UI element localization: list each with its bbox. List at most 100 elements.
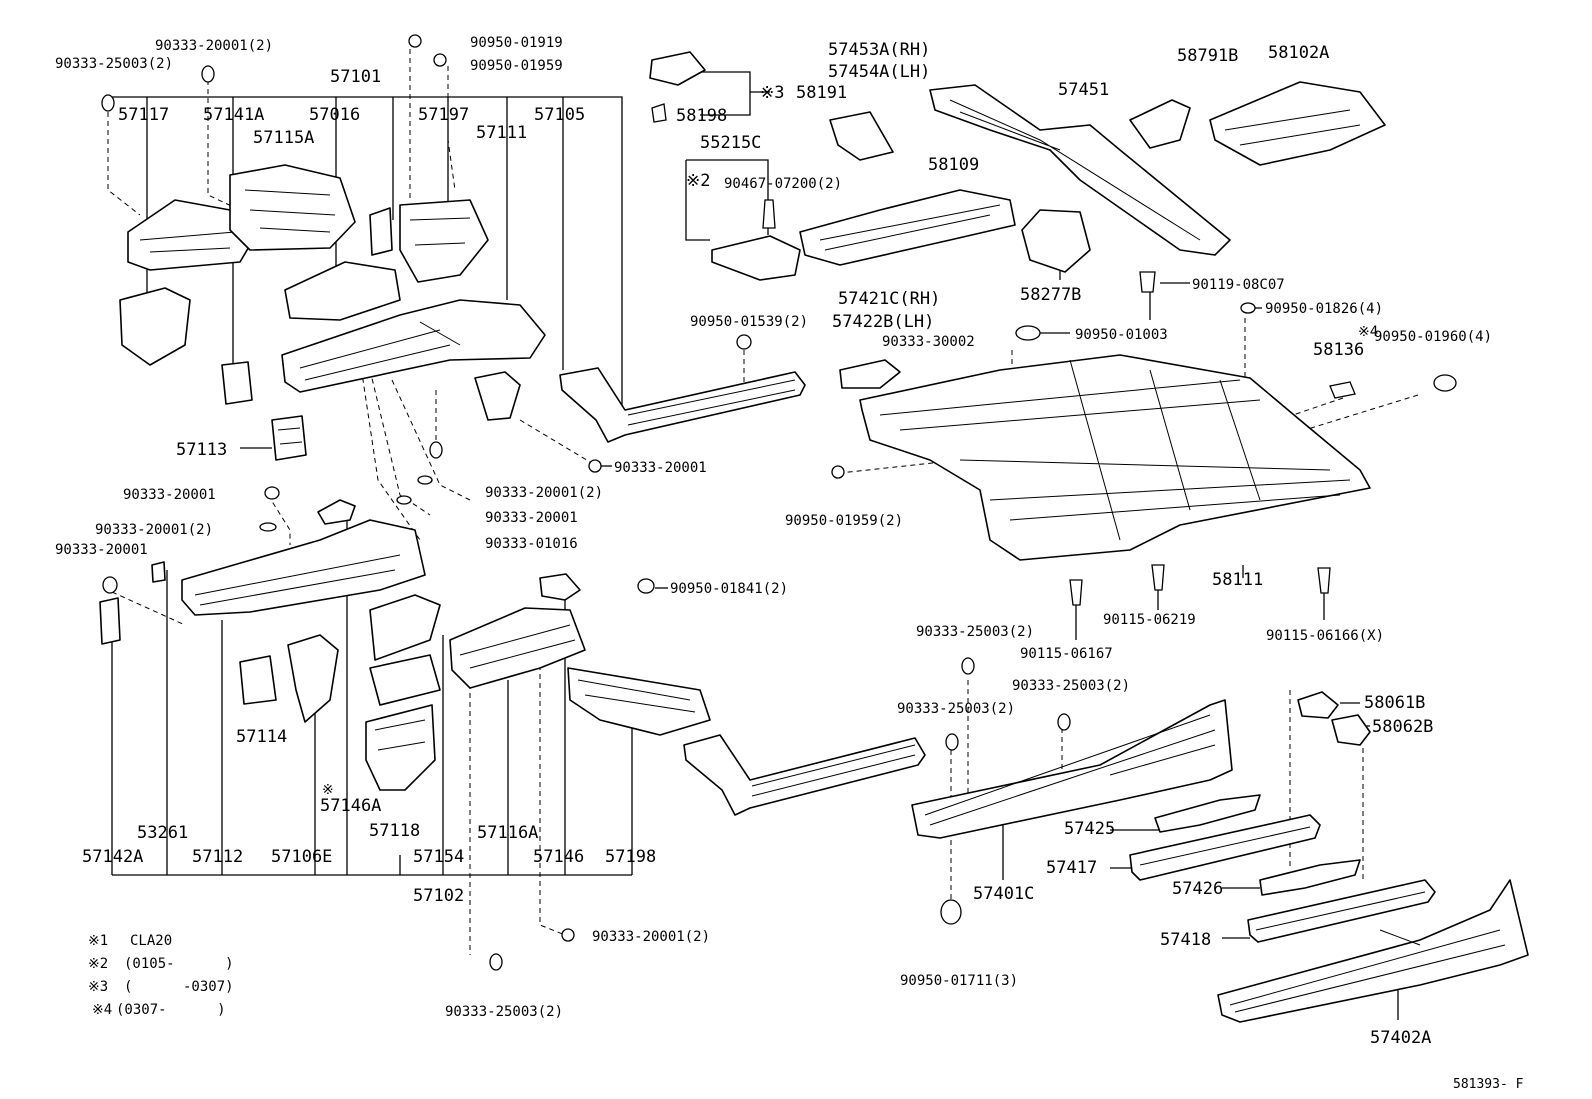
part-58062B [1331, 714, 1371, 746]
label-57113: 57113 [176, 440, 227, 460]
label-57105: 57105 [534, 105, 585, 125]
part-53261 [151, 561, 166, 583]
label-57402A: 57402A [1370, 1028, 1431, 1048]
part-55215C [711, 235, 801, 281]
label-57197: 57197 [418, 105, 469, 125]
label-57417: 57417 [1046, 858, 1097, 878]
note-2-mark: ※2 [88, 956, 108, 972]
label-90950-01959-2: 90950-01959(2) [785, 513, 903, 529]
label-57106E: 57106E [271, 847, 332, 867]
label-57418: 57418 [1160, 930, 1211, 950]
part-58791B [1129, 99, 1191, 149]
part-58198 [649, 51, 706, 86]
label-90333-20001-e: 90333-20001 [55, 542, 148, 558]
label-57118: 57118 [369, 821, 420, 841]
note-1-text: CLA20 [130, 933, 172, 949]
label-58061B: 58061B [1364, 693, 1425, 713]
part-57141A [221, 361, 253, 405]
part-57142A [99, 597, 121, 645]
part-57117 [127, 199, 251, 271]
label-90115-06166: 90115-06166(X) [1266, 628, 1384, 644]
part-57114 [239, 655, 277, 705]
part-rocker-lower [683, 734, 926, 816]
label-90950-01841-2: 90950-01841(2) [670, 581, 788, 597]
part-57016 [284, 261, 401, 321]
part-57146A [369, 594, 441, 661]
label-57115A: 57115A [253, 128, 314, 148]
label-57454A: 57454A(LH) [828, 62, 930, 82]
label-58791B: 58791B [1177, 46, 1238, 66]
part-58061B [1297, 691, 1339, 719]
part-labels: 90333-20001(2) 90333-25003(2) 90950-0191… [55, 35, 1492, 1048]
label-57111: 57111 [476, 123, 527, 143]
label-57102: 57102 [413, 886, 464, 906]
label-57146A: 57146A [320, 796, 381, 816]
part-57197-small [369, 207, 393, 256]
label-57116A: 57116A [477, 823, 538, 843]
note-1-mark: ※1 [88, 933, 108, 949]
part-57118-a [369, 654, 441, 706]
label-58102A: 58102A [1268, 43, 1329, 63]
label-57101: 57101 [330, 67, 381, 87]
label-57198: 57198 [605, 847, 656, 867]
part-rocker-upper [559, 367, 806, 443]
label-note3-mark: ※3 [760, 83, 784, 103]
label-57451: 57451 [1058, 80, 1109, 100]
label-90333-20001-b: 90333-20001 [614, 460, 707, 476]
part-58111 [859, 354, 1371, 561]
note-3-text: ( -0307) [124, 979, 234, 995]
part-58109 [799, 189, 1016, 266]
label-note-57146A-mark: ※ [322, 782, 334, 798]
label-90950-01711-3: 90950-01711(3) [900, 973, 1018, 989]
label-57146: 57146 [533, 847, 584, 867]
label-58109: 58109 [928, 155, 979, 175]
label-57114: 57114 [236, 727, 287, 747]
notes-legend: ※1 CLA20 ※2 (0105- ) ※3 ( -0307) ※4 (030… [88, 933, 234, 1018]
label-53261: 53261 [137, 823, 188, 843]
label-55215C: 55215C [700, 133, 761, 153]
part-58191 [829, 111, 894, 161]
label-90333-20001-c: 90333-20001 [123, 487, 216, 503]
label-57142A: 57142A [82, 847, 143, 867]
label-57401C: 57401C [973, 884, 1034, 904]
label-58277B: 58277B [1020, 285, 1081, 305]
note-3-mark: ※3 [88, 979, 108, 995]
part-57421C [839, 359, 901, 389]
label-58136: 58136 [1313, 340, 1364, 360]
label-90115-06219: 90115-06219 [1103, 612, 1196, 628]
part-57105 [474, 371, 521, 421]
note-2-text: (0105- ) [124, 956, 234, 972]
part-57146-top [317, 499, 356, 525]
label-58191: 58191 [796, 83, 847, 103]
part-57197 [399, 199, 489, 283]
part-57142-bracket [119, 287, 191, 366]
label-58062B: 58062B [1372, 717, 1433, 737]
part-58277B [1021, 209, 1091, 273]
part-57111 [281, 299, 546, 393]
label-57141A: 57141A [203, 105, 264, 125]
part-57115A [229, 164, 356, 251]
part-57113 [271, 415, 307, 461]
part-57426 [1259, 859, 1361, 896]
part-57112 [181, 519, 426, 616]
label-90950-01960-4: 90950-01960(4) [1374, 329, 1492, 345]
part-57106E [287, 634, 339, 723]
parts [99, 34, 1529, 1023]
label-90950-01003: 90950-01003 [1075, 327, 1168, 343]
label-57425: 57425 [1064, 819, 1115, 839]
label-90333-20001-2-b: 90333-20001(2) [485, 485, 603, 501]
label-57421C: 57421C(RH) [838, 289, 940, 309]
label-90333-20001-2-c: 90333-20001(2) [95, 522, 213, 538]
label-90119-08C07: 90119-08C07 [1192, 277, 1285, 293]
label-57422B: 57422B(LH) [832, 312, 934, 332]
label-90333-20001-2-a: 90333-20001(2) [155, 38, 273, 54]
part-58102A [1209, 81, 1386, 166]
label-90333-25003-2-e: 90333-25003(2) [445, 1004, 563, 1020]
label-90950-01919: 90950-01919 [470, 35, 563, 51]
label-57453A: 57453A(RH) [828, 40, 930, 60]
label-57112: 57112 [192, 847, 243, 867]
part-57146 [539, 573, 581, 601]
part-57425 [1154, 794, 1261, 833]
